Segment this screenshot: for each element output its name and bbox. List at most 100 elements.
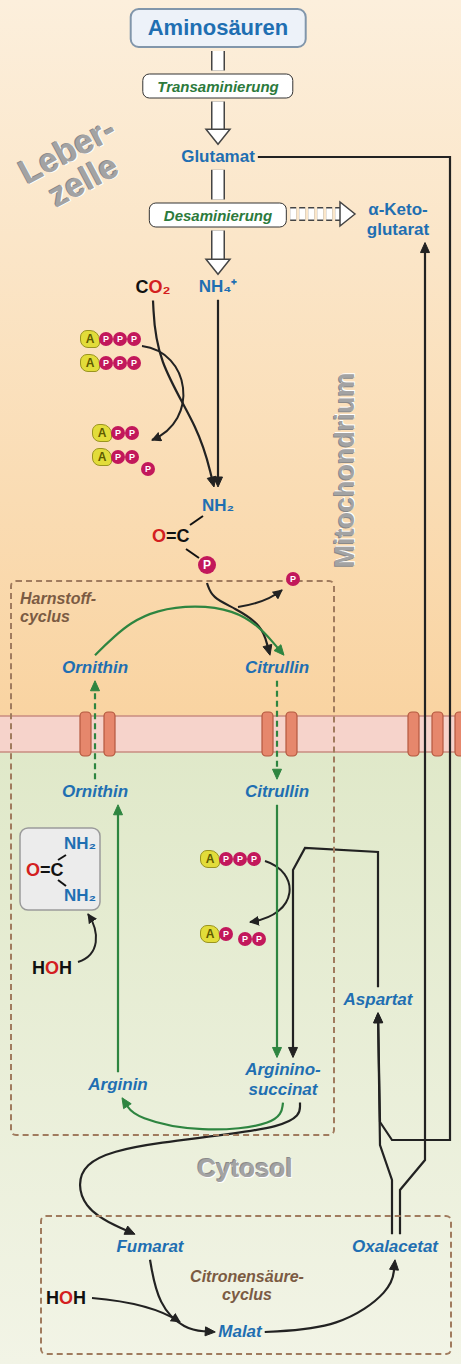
node-text: Arginin [88,1075,148,1095]
arrow-line [126,1103,283,1130]
metabolite: Citrullin [245,658,309,678]
node-text: Arginino- succinat [237,1060,329,1099]
connector [290,202,355,226]
metabolite: NH₄⁺ [199,277,238,297]
connector [206,231,230,275]
arrow-line [378,1021,392,1234]
arrow-line [94,689,96,779]
arrow-shaft [213,231,224,263]
node-text: Citronensäure- cyclus [182,1268,312,1305]
node-text: O=C [152,526,190,547]
node-text: CO₂ [135,277,170,298]
node-text: Glutamat [181,147,255,167]
node-text: Ornithin [62,658,128,678]
metabolite: Arginino- succinat [237,1060,329,1099]
arrow-shaft [213,102,224,133]
connector [206,102,230,145]
node-text: Citrullin [245,658,309,678]
arrow-shaft [290,207,343,221]
molecule: NH₂ O=C P [150,490,250,580]
arrow-line [153,301,212,480]
arrow-head [273,1047,282,1057]
arrow-shaft [213,51,224,71]
arrow-head [205,1327,215,1336]
node-text: Malat [218,1322,261,1342]
arrow-head [214,477,223,487]
node-text: NH₂ [202,496,234,516]
node-text: NH₂ [64,834,96,854]
adenosine-icon: A [80,330,100,348]
phosphate-icon: P [125,450,139,464]
product-box: NH₂O=CNH₂ [20,828,100,910]
arrow-head [374,1013,383,1023]
phosphate-icon: P [286,572,300,586]
process-box: Transaminierung [142,74,293,99]
arrow-line [95,607,279,656]
phosphate-icon: P [219,927,233,941]
arrow-head [340,202,355,226]
node-text: Ornithin [62,782,128,802]
arrow-line [276,681,278,771]
arrow-shaft [211,51,225,71]
node-text: Harnstoff- cyclus [20,590,120,627]
membrane [0,716,461,752]
adenosine-icon: A [80,354,100,372]
metabolite: Oxalacetat [352,1237,438,1257]
phosphate-icon: P [127,332,141,346]
water-formula: HOH [32,958,72,979]
membrane-pores [80,712,461,756]
arrow-head [91,681,100,691]
connector [114,805,123,1072]
phosphate-icon: P [99,356,113,370]
adenosine-icon: A [200,925,220,943]
input-box: Aminosäuren [130,8,307,48]
arrow-head [289,1047,298,1057]
cytosol-ground [0,734,461,1364]
process-box: Desaminierung [149,203,287,228]
phosphate-icon: P [99,332,113,346]
metabolite: Ornithin [62,782,128,802]
arrow-head [206,129,230,144]
node-text: α-Keto- glutarat [358,200,438,239]
arrow-shaft [211,170,225,200]
region-label: Cytosol [197,1155,292,1181]
connector [95,607,284,656]
arrow-shaft [213,170,224,200]
phosphate-icon: P [238,932,252,946]
connector [374,1013,392,1234]
region-label: Mitochondrium [332,373,359,568]
metabolite: Fumarat [116,1237,183,1257]
arrow-shaft [290,209,343,220]
connector [122,1098,283,1130]
arrow-head [390,1260,399,1270]
arrow-line [293,848,378,1049]
node-text: Fumarat [116,1237,183,1257]
phosphate-icon: P [127,356,141,370]
arrow-shaft [211,231,225,263]
node-text: NH₂ [64,886,96,906]
node-text: Aminosäuren [148,15,289,41]
arrow-head [124,1226,135,1234]
arrow-line [258,157,450,1140]
connector [91,681,100,779]
adenosine-icon: A [92,448,112,466]
node-text: Oxalacetat [352,1237,438,1257]
arrow-head [122,1098,131,1109]
connector [207,583,272,655]
metabolite: Malat [218,1322,261,1342]
arrow-line [217,300,219,479]
phosphate-icon: P [113,356,127,370]
connector [218,170,219,200]
arrow-head [274,645,284,656]
node-text: Citrullin [245,782,309,802]
membrane-edge [0,751,461,753]
arrow-head [263,644,272,655]
membrane-edge [0,715,461,717]
node-text: Transaminierung [157,78,278,95]
arrow-head [114,805,123,815]
adenosine-icon: A [92,424,112,442]
node-text: P [198,556,216,574]
node-text: Aspartat [344,990,413,1010]
